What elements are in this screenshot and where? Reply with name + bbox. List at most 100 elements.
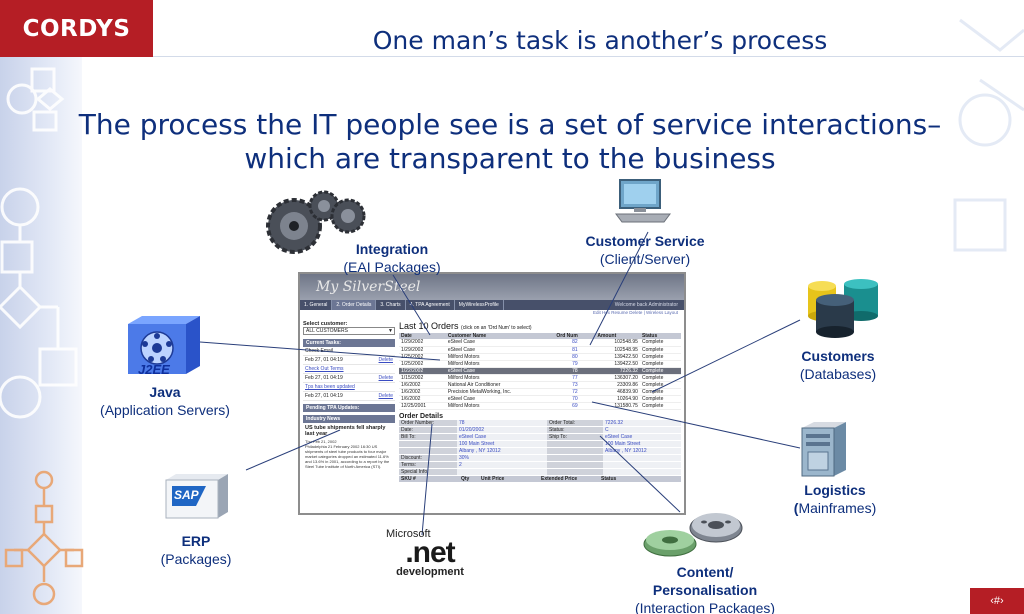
customers-label: Customers (Databases) bbox=[768, 347, 908, 383]
task-delete-link[interactable]: Delete bbox=[378, 375, 393, 381]
customers-detail: (Databases) bbox=[799, 366, 877, 382]
app-welcome: Welcome back Administrator bbox=[614, 302, 678, 308]
app-body: Select customer: ALL CUSTOMERS ▼ Current… bbox=[300, 318, 684, 482]
table-cell: Complete bbox=[639, 395, 681, 403]
table-cell: Complete bbox=[639, 381, 681, 389]
orders-title: Last 10 Orders (click on an 'Ord Num' to… bbox=[399, 321, 681, 331]
java-detail: (Application Servers) bbox=[100, 402, 230, 418]
table-cell: 1/15/2002 bbox=[399, 374, 446, 382]
erp-name: ERP bbox=[181, 533, 211, 549]
content-label: Content/ Personalisation (Interaction Pa… bbox=[618, 563, 792, 614]
app-tab-general[interactable]: 1. General bbox=[300, 300, 333, 310]
od-status: C bbox=[603, 426, 681, 434]
development-text: development bbox=[396, 566, 464, 578]
sku-column-header: Extended Price bbox=[541, 475, 578, 482]
app-tab-wireless[interactable]: MyWirelessProfile bbox=[455, 300, 504, 310]
od-blank-1 bbox=[399, 440, 457, 448]
od-blank-7 bbox=[547, 461, 603, 469]
table-cell: 1/29/2002 bbox=[399, 339, 446, 347]
od-terms-label: Terms: bbox=[399, 461, 457, 469]
task-text[interactable]: Feb 27, 01 04:19 bbox=[305, 357, 343, 363]
table-cell: 10264.90 bbox=[595, 395, 640, 403]
od-blank-10 bbox=[603, 468, 681, 476]
table-cell: National Air Conditioner bbox=[445, 381, 555, 389]
od-discount: 30% bbox=[457, 454, 547, 462]
task-text[interactable]: Tps has been updated bbox=[305, 384, 355, 390]
table-cell[interactable]: 69 bbox=[554, 402, 596, 410]
app-action-links[interactable]: Edit Hex Resume Delete | Wireless Layout bbox=[593, 310, 678, 315]
od-ship-address1: 100 Main Street bbox=[603, 440, 681, 448]
film-reels-icon bbox=[640, 510, 746, 560]
table-cell[interactable]: 78 bbox=[554, 367, 596, 375]
od-number-label: Order Number: bbox=[399, 419, 457, 427]
sap-box-icon: SAP bbox=[162, 472, 230, 520]
task-delete-link[interactable]: Delete bbox=[378, 357, 393, 363]
sku-column-header: SKU # bbox=[401, 475, 416, 482]
table-cell: 7226.32 bbox=[595, 367, 640, 375]
od-bill-address2: Albany , NY 12012 bbox=[457, 447, 547, 455]
java-label: Java (Application Servers) bbox=[85, 383, 245, 419]
table-cell: 23309.86 bbox=[595, 381, 640, 389]
app-tab-tpa[interactable]: 4. TPA Agreement bbox=[406, 300, 455, 310]
app-main-column: Last 10 Orders (click on an 'Ord Num' to… bbox=[399, 321, 681, 482]
logistics-paren: ( bbox=[793, 500, 799, 516]
table-cell[interactable]: 77 bbox=[554, 374, 596, 382]
table-cell: Precision MetalWorking, Inc. bbox=[445, 388, 555, 396]
dotnet-text: .net bbox=[405, 536, 455, 569]
content-line2: Personalisation bbox=[652, 582, 758, 598]
task-row: Feb 27, 01 04:19 Delete bbox=[303, 392, 395, 401]
task-row: Check Email bbox=[303, 347, 395, 356]
task-text[interactable]: Feb 27, 01 04:19 bbox=[305, 375, 343, 381]
table-cell: Milford Motors bbox=[445, 374, 555, 382]
app-tab-order-details[interactable]: 2. Order Details bbox=[332, 300, 377, 310]
logistics-detail: Mainframes) bbox=[798, 500, 877, 516]
task-text[interactable]: Check Email bbox=[305, 348, 334, 354]
subtitle-line-2: which are transparent to the business bbox=[244, 142, 776, 175]
task-text[interactable]: Check Out Terms bbox=[305, 366, 344, 372]
od-ship-address2: Albany , NY 12012 bbox=[603, 447, 681, 455]
database-icon bbox=[800, 278, 896, 340]
slide-title: One man’s task is another’s process bbox=[372, 26, 828, 55]
od-number: 78 bbox=[457, 419, 547, 427]
task-text[interactable]: Feb 27, 01 04:19 bbox=[305, 393, 343, 399]
table-cell[interactable]: 79 bbox=[554, 360, 596, 368]
od-ship: eSteel Case bbox=[603, 433, 681, 441]
od-special-label: Special Info: bbox=[399, 468, 457, 476]
chevron-down-icon: ▼ bbox=[388, 328, 393, 334]
sap-badge: SAP bbox=[174, 488, 199, 502]
gears-icon bbox=[262, 188, 370, 256]
task-delete-link[interactable]: Delete bbox=[378, 393, 393, 399]
table-cell: Complete bbox=[639, 388, 681, 396]
news-headline[interactable]: US tube shipments fell sharply last year bbox=[305, 425, 386, 437]
table-cell[interactable]: 70 bbox=[554, 395, 596, 403]
j2ee-badge: J2EE bbox=[138, 362, 170, 377]
app-tab-charts[interactable]: 3. Charts bbox=[376, 300, 406, 310]
table-cell: 1/6/2002 bbox=[399, 388, 446, 396]
table-cell[interactable]: 81 bbox=[554, 346, 596, 354]
pending-tpa-header: Pending TPA Updates: bbox=[303, 404, 395, 412]
table-cell: 1/25/2002 bbox=[399, 360, 446, 368]
mainframe-icon bbox=[798, 420, 860, 478]
customer-select[interactable]: ALL CUSTOMERS ▼ bbox=[303, 327, 395, 335]
table-cell: 139422.50 bbox=[595, 360, 640, 368]
table-cell[interactable]: 80 bbox=[554, 353, 596, 361]
table-cell[interactable]: 73 bbox=[554, 381, 596, 389]
table-cell[interactable]: 82 bbox=[554, 339, 596, 347]
table-cell[interactable]: 72 bbox=[554, 388, 596, 396]
customer-service-detail: (Client/Server) bbox=[599, 251, 691, 267]
table-cell: Complete bbox=[639, 374, 681, 382]
logistics-detail-line: (Mainframes) bbox=[770, 499, 900, 517]
cordys-logo: CORDYS bbox=[0, 0, 153, 57]
